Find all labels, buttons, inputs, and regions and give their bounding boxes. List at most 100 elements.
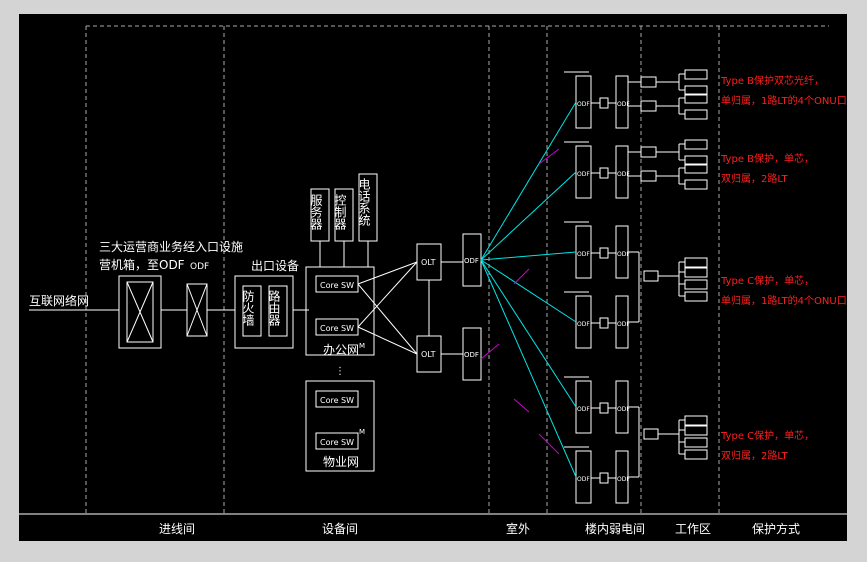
zone-label: 设备间	[322, 522, 358, 536]
link	[357, 283, 418, 355]
cable-mark	[513, 398, 530, 413]
cable-mark	[538, 148, 560, 165]
odf-label: ODF	[464, 351, 479, 359]
odf-label: ODF	[617, 476, 630, 483]
cable-mark	[480, 343, 500, 360]
building-odf-box	[615, 75, 629, 129]
odf-box	[462, 327, 482, 381]
fibre-link	[480, 259, 577, 323]
core-switch-box	[315, 432, 359, 450]
odf-label: ODF	[617, 251, 630, 258]
carrier-cross	[126, 281, 154, 343]
router-box	[268, 285, 288, 337]
property-network-box	[305, 380, 375, 472]
fibre-link	[480, 101, 577, 261]
terminal-box	[684, 179, 708, 190]
zone-label: 楼内弱电间	[585, 521, 645, 536]
olt-label: OLT	[421, 258, 436, 267]
odf-label: ODF	[577, 476, 590, 483]
m-mark: M	[359, 428, 365, 436]
terminal-box	[684, 155, 708, 166]
core-switch-label: Core SW	[320, 324, 354, 333]
terminal-box	[684, 139, 708, 150]
odf-label: ODF	[577, 321, 590, 328]
router-label: 路由器	[267, 289, 281, 327]
core-switch-label: Core SW	[320, 281, 354, 290]
ellipsis: ⋮	[335, 366, 345, 377]
odf-label: ODF	[617, 321, 630, 328]
protection-note: 双归属，2路LT	[721, 449, 789, 462]
odf-label: ODF	[617, 171, 630, 178]
splitter-box	[599, 472, 609, 484]
splitter-box	[599, 317, 609, 329]
phone-system-label: 电话系统	[357, 178, 371, 226]
core-switch-label: Core SW	[320, 438, 354, 447]
zone-label: 室外	[506, 521, 530, 536]
splitter-box	[599, 402, 609, 414]
terminal-box	[684, 425, 708, 436]
odf-label: ODF	[464, 257, 479, 265]
odf-label: ODF	[617, 101, 630, 108]
core-switch-label: Core SW	[320, 396, 354, 405]
terminal-box	[684, 109, 708, 120]
terminal-box	[684, 267, 708, 278]
terminal-box	[684, 85, 708, 96]
link	[357, 326, 418, 355]
onu-box	[640, 76, 657, 88]
fibre-link	[480, 251, 577, 261]
onu-box	[640, 100, 657, 112]
terminal-box	[684, 93, 708, 104]
firewall-label: 防火墙	[241, 289, 255, 327]
terminal-box	[684, 291, 708, 302]
office-network-box	[305, 266, 375, 356]
protection-note: 单归属，1路LT的4个ONU口	[721, 94, 847, 107]
m-mark: M	[359, 342, 365, 350]
cable-mark	[513, 268, 530, 285]
olt-label: OLT	[421, 350, 436, 359]
terminal-box	[684, 279, 708, 290]
controller-label: 控制器	[333, 194, 347, 231]
property-network-title: 物业网	[323, 455, 359, 469]
fibre-link	[480, 259, 577, 408]
odf-label: ODF	[190, 262, 209, 272]
terminal-box	[684, 437, 708, 448]
onu-box	[640, 170, 657, 182]
cable-mark	[538, 433, 560, 455]
odf-label: ODF	[577, 101, 590, 108]
zone-label: 进线间	[159, 522, 195, 536]
terminal-box	[684, 415, 708, 426]
terminal-box	[684, 69, 708, 80]
carrier-label-2: 营机箱，至ODF	[99, 257, 185, 272]
protection-note: Type B保护，单芯，	[720, 152, 814, 165]
protection-note: Type C保护，单芯，	[720, 429, 814, 442]
server-label: 服务器	[309, 194, 323, 231]
fibre-link	[480, 171, 577, 261]
zone-label: 保护方式	[752, 521, 800, 536]
exit-equipment-box	[234, 275, 294, 349]
diagram-canvas: 互联网络网 三大运营商业务经入口设施 营机箱，至ODF ODF 出口设备 防火墙…	[19, 14, 847, 541]
splitter-box	[599, 167, 609, 179]
internet-label: 互联网络网	[29, 293, 89, 308]
firewall-box	[242, 285, 262, 337]
odf-label: ODF	[577, 406, 590, 413]
onu-box	[643, 270, 659, 282]
network-diagram: 互联网络网 三大运营商业务经入口设施 营机箱，至ODF ODF 出口设备 防火墙…	[19, 25, 847, 536]
onu-box	[643, 428, 659, 440]
odf-label: ODF	[577, 171, 590, 178]
carrier-box	[118, 275, 162, 349]
terminal-box	[684, 449, 708, 460]
building-odf-box	[615, 145, 629, 199]
protection-note: 双归属，2路LT	[721, 172, 789, 185]
odf-label: ODF	[617, 406, 630, 413]
protection-note: Type C保护，单芯，	[720, 274, 814, 287]
terminal-box	[684, 163, 708, 174]
exit-label: 出口设备	[251, 259, 299, 273]
zone-label: 工作区	[675, 522, 711, 536]
protection-note: Type B保护双芯光纤，	[720, 74, 824, 87]
onu-box	[640, 146, 657, 158]
terminal-box	[684, 257, 708, 268]
core-switch-box	[315, 390, 359, 408]
fibre-link	[480, 259, 577, 478]
link	[357, 261, 418, 328]
odf-cross	[186, 283, 208, 337]
